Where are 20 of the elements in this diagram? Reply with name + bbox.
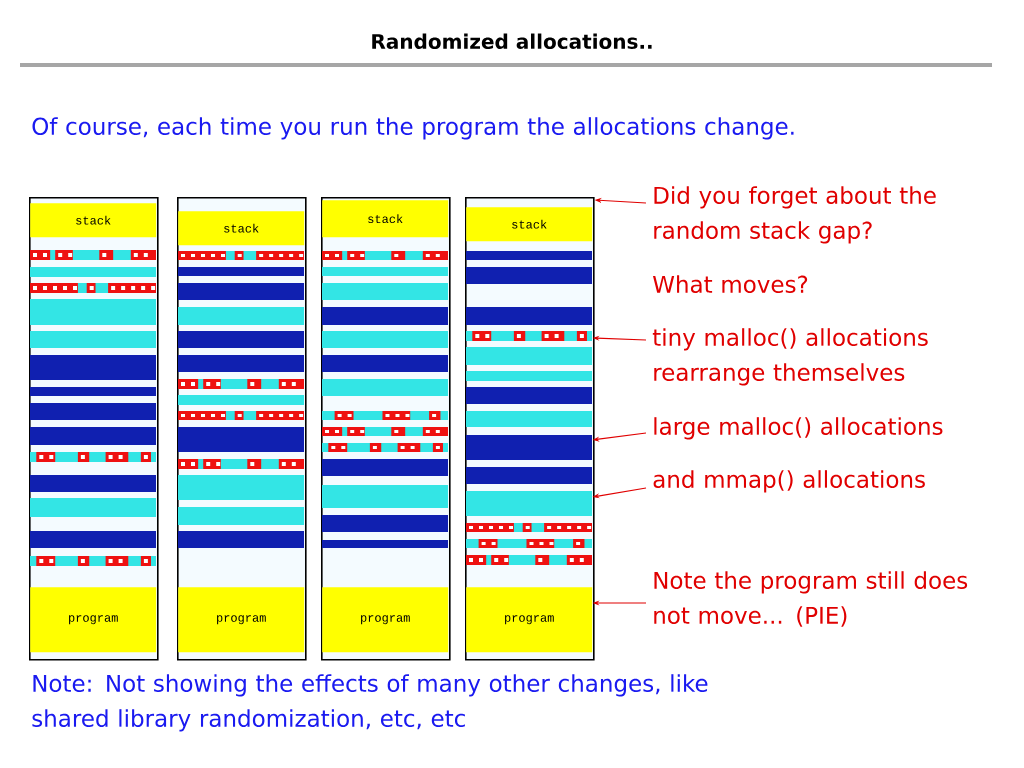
annotation: tiny malloc() allocations rearrange themselves (652, 328, 928, 386)
memory-segment: stack (466, 207, 593, 242)
memory-segment: program (30, 587, 157, 653)
annotation: Note the program still does not move... (PIE) (654, 571, 968, 627)
memory-segment: stack (322, 200, 449, 238)
memory-segment: stack (30, 203, 157, 238)
memory-segment: program (178, 587, 305, 653)
memory-block (466, 435, 592, 460)
annotation: and mmap() allocations (653, 470, 925, 493)
note: Note: Not showing the effects of many other changes, like shared library randomization, etc, etc (32, 674, 708, 732)
annotation: large malloc() allocations (654, 417, 943, 440)
memory-segment: stack (178, 211, 305, 246)
question: What moves? (653, 275, 808, 293)
allocation-row (466, 331, 592, 341)
annotation: Did you forget about the random stack gap? (654, 186, 936, 244)
memory-segment: program (322, 587, 449, 653)
memory-segment: program (466, 587, 593, 653)
memory-block (466, 491, 592, 516)
note: Of course, each time you run the program the allocations change. (32, 117, 794, 140)
title: Randomized allocations.. (372, 33, 652, 49)
